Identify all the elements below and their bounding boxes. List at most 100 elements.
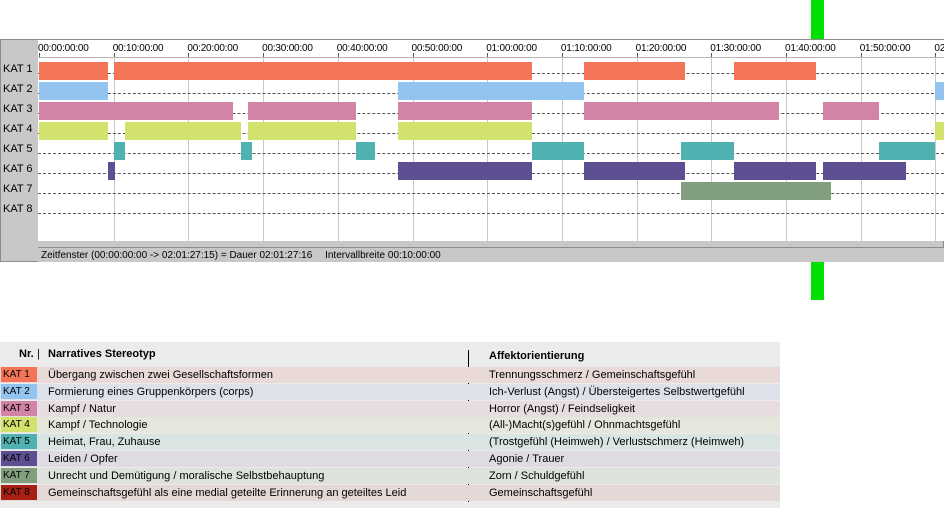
playhead-top[interactable] — [811, 0, 824, 39]
segment-kat-7[interactable] — [681, 182, 831, 200]
segment-kat-3[interactable] — [397, 102, 532, 120]
segment-kat-5[interactable] — [532, 142, 585, 160]
row-baseline — [38, 153, 944, 154]
tick-label: 01:40:00:00 — [785, 43, 836, 54]
category-badge: KAT 1 — [1, 367, 37, 382]
segment-kat-5[interactable] — [681, 142, 734, 160]
row-label: KAT 1 — [3, 63, 33, 75]
legend-row: KAT 1 Übergang zwischen zwei Gesellschaft… — [0, 367, 780, 383]
segment-kat-3[interactable] — [248, 102, 357, 120]
category-badge: KAT 4 — [1, 417, 37, 433]
playhead-bottom[interactable] — [811, 262, 824, 300]
tick-mark — [786, 53, 787, 57]
segment-kat-1[interactable] — [113, 62, 532, 80]
tick-mark — [263, 53, 265, 57]
segment-kat-1[interactable] — [733, 62, 816, 80]
segment-kat-5[interactable] — [113, 142, 125, 160]
grid-line — [935, 57, 937, 241]
status-window: Zeitfenster (00:00:00:00 -> 02:01:27:15)… — [41, 250, 313, 261]
legend-row: KAT 5 Heimat, Frau, Zuhause (Trostgefühl (… — [0, 434, 780, 451]
segment-kat-3[interactable] — [39, 102, 234, 120]
segment-kat-6[interactable] — [823, 162, 906, 180]
legend-row: KAT 3 Kampf / Natur Horror (Angst) / Feind… — [0, 400, 780, 417]
category-badge: KAT 7 — [1, 467, 37, 483]
stereotype-text: Kampf / Natur — [48, 402, 116, 415]
grid-line — [337, 57, 339, 241]
status-bar: Zeitfenster (00:00:00:00 -> 02:01:27:15)… — [38, 247, 944, 262]
segment-kat-6[interactable] — [584, 162, 686, 180]
segment-kat-4[interactable] — [397, 122, 532, 140]
tick-label: 00:20:00:00 — [187, 43, 239, 54]
stereotype-text: Heimat, Frau, Zuhause — [48, 436, 161, 449]
grid-line — [188, 57, 190, 241]
row-label: KAT 8 — [3, 203, 33, 215]
row-label: KAT 2 — [3, 83, 33, 95]
segment-kat-3[interactable] — [823, 102, 880, 120]
legend-header: Nr. | Narratives Stereotyp Affektorienti… — [0, 342, 780, 366]
tick-label: 00:10:00:00 — [112, 43, 164, 54]
tick-mark — [113, 53, 115, 57]
row-label: KAT 6 — [3, 163, 33, 175]
row-label: KAT 4 — [3, 123, 33, 135]
category-badge: KAT 5 — [1, 434, 37, 450]
segment-kat-1[interactable] — [39, 62, 109, 80]
segment-kat-4[interactable] — [248, 122, 357, 140]
affect-text: (Trostgefühl (Heimweh) / Verlustschmerz … — [489, 436, 745, 449]
tick-mark — [39, 53, 40, 57]
segment-kat-5[interactable] — [879, 142, 936, 160]
category-badge: KAT 3 — [1, 400, 37, 416]
row-label: KAT 7 — [3, 183, 33, 195]
affect-text: Horror (Angst) / Feindseligkeit — [489, 402, 636, 415]
segment-kat-4[interactable] — [39, 122, 109, 140]
segment-kat-2[interactable] — [397, 82, 585, 100]
tick-mark — [487, 53, 489, 57]
tick-label: 00:40:00:00 — [336, 43, 388, 54]
segment-kat-5[interactable] — [356, 142, 376, 160]
segment-kat-4[interactable] — [124, 122, 241, 140]
segment-kat-6[interactable] — [733, 162, 816, 180]
segment-kat-4[interactable] — [935, 122, 944, 140]
stereotype-text: Übergang zwischen zwei Gesellschaftsform… — [48, 369, 273, 381]
affect-text: Trennungsschmerz / Gemeinschaftsgefühl — [489, 369, 696, 381]
tick-mark — [561, 53, 563, 57]
affect-text: Gemeinschaftsgefühl — [489, 486, 593, 499]
tick-label: 01:30:00:00 — [710, 43, 761, 54]
tick-mark — [412, 53, 414, 57]
segment-kat-1[interactable] — [584, 62, 686, 80]
status-interval: Intervallbreite 00:10:00:00 — [325, 250, 441, 261]
segment-kat-3[interactable] — [584, 102, 779, 120]
affect-text: Agonie / Trauer — [489, 453, 565, 465]
segment-kat-6[interactable] — [397, 162, 532, 180]
tick-label: 00:00:00:00 — [38, 43, 89, 54]
header-separator: | — [37, 348, 40, 360]
category-badge: KAT 8 — [1, 484, 37, 500]
legend-row: KAT 7 Unrecht und Demütigung / moralische… — [0, 467, 780, 484]
tick-label: 01:00:00:00 — [486, 43, 537, 54]
grid-line — [263, 57, 265, 241]
stereotype-text: Kampf / Technologie — [48, 419, 148, 432]
row-label: KAT 3 — [3, 103, 33, 115]
segment-kat-5[interactable] — [240, 142, 252, 160]
legend-table: Nr. | Narratives Stereotyp Affektorienti… — [0, 342, 780, 508]
row-baseline — [38, 213, 944, 214]
header-nr: Nr. — [19, 348, 34, 360]
grid-line — [412, 57, 414, 241]
segment-kat-2[interactable] — [935, 82, 944, 100]
affect-text: (All-)Macht(s)gefühl / Ohnmachtsgefühl — [489, 419, 681, 432]
affect-text: Zorn / Schuldgefühl — [489, 469, 585, 482]
tick-label: 01:50:00:00 — [859, 43, 911, 54]
tick-label: 01:20:00:00 — [635, 43, 687, 54]
segment-kat-6[interactable] — [108, 162, 116, 180]
segment-kat-2[interactable] — [39, 82, 109, 100]
tick-mark — [337, 53, 339, 57]
legend-row: KAT 4 Kampf / Technologie (All-)Macht(s)ge… — [0, 417, 780, 434]
grid-line — [487, 57, 489, 241]
stereotype-text: Unrecht und Demütigung / moralische Selb… — [48, 469, 325, 482]
tick-label: 02 — [934, 43, 944, 54]
grid-line — [636, 57, 638, 241]
